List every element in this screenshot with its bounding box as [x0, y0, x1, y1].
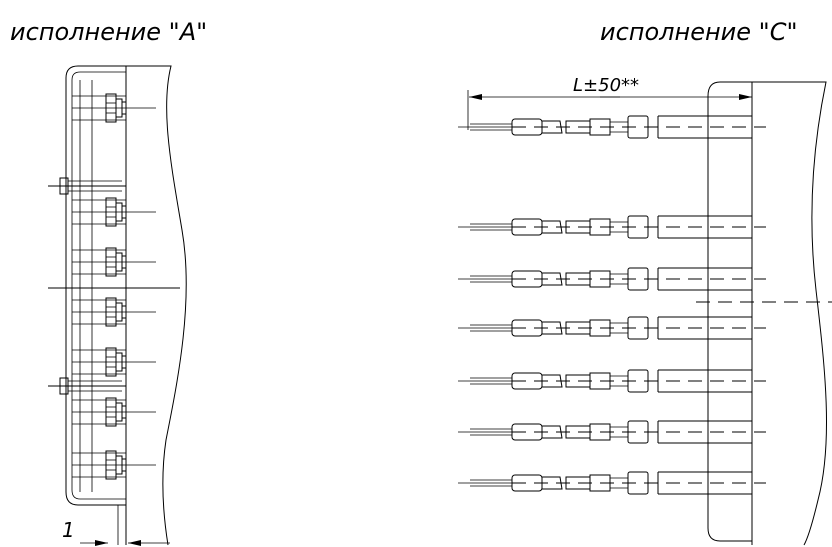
- variant-c-title: исполнение "C": [600, 18, 797, 46]
- variant-c-view: L±50**: [458, 75, 832, 546]
- variant-a-connector: [72, 450, 156, 480]
- variant-a-connector: [72, 93, 156, 123]
- variant-a-view: 1: [48, 65, 187, 546]
- variant-c-wire: [458, 316, 766, 340]
- variant-c-wire: [458, 267, 766, 291]
- variant-a-connector: [72, 297, 156, 327]
- variant-c-wire: [458, 420, 766, 444]
- variant-a-connector: [72, 347, 156, 377]
- variant-c-wire: [458, 471, 766, 495]
- variant-c-wire: [458, 215, 766, 239]
- variant-a-connector: [72, 247, 156, 277]
- mounting-screw: [48, 377, 126, 395]
- variant-c-wire: [458, 115, 766, 139]
- mounting-screw: [48, 177, 126, 195]
- variant-a-title: исполнение "A": [10, 18, 207, 46]
- variant-a-connector: [72, 197, 156, 227]
- variant-c-dimension-label: L±50**: [573, 75, 639, 96]
- variant-a-connector: [72, 397, 156, 427]
- variant-a-dimension-label: 1: [62, 518, 75, 542]
- variant-c-wire: [458, 369, 766, 393]
